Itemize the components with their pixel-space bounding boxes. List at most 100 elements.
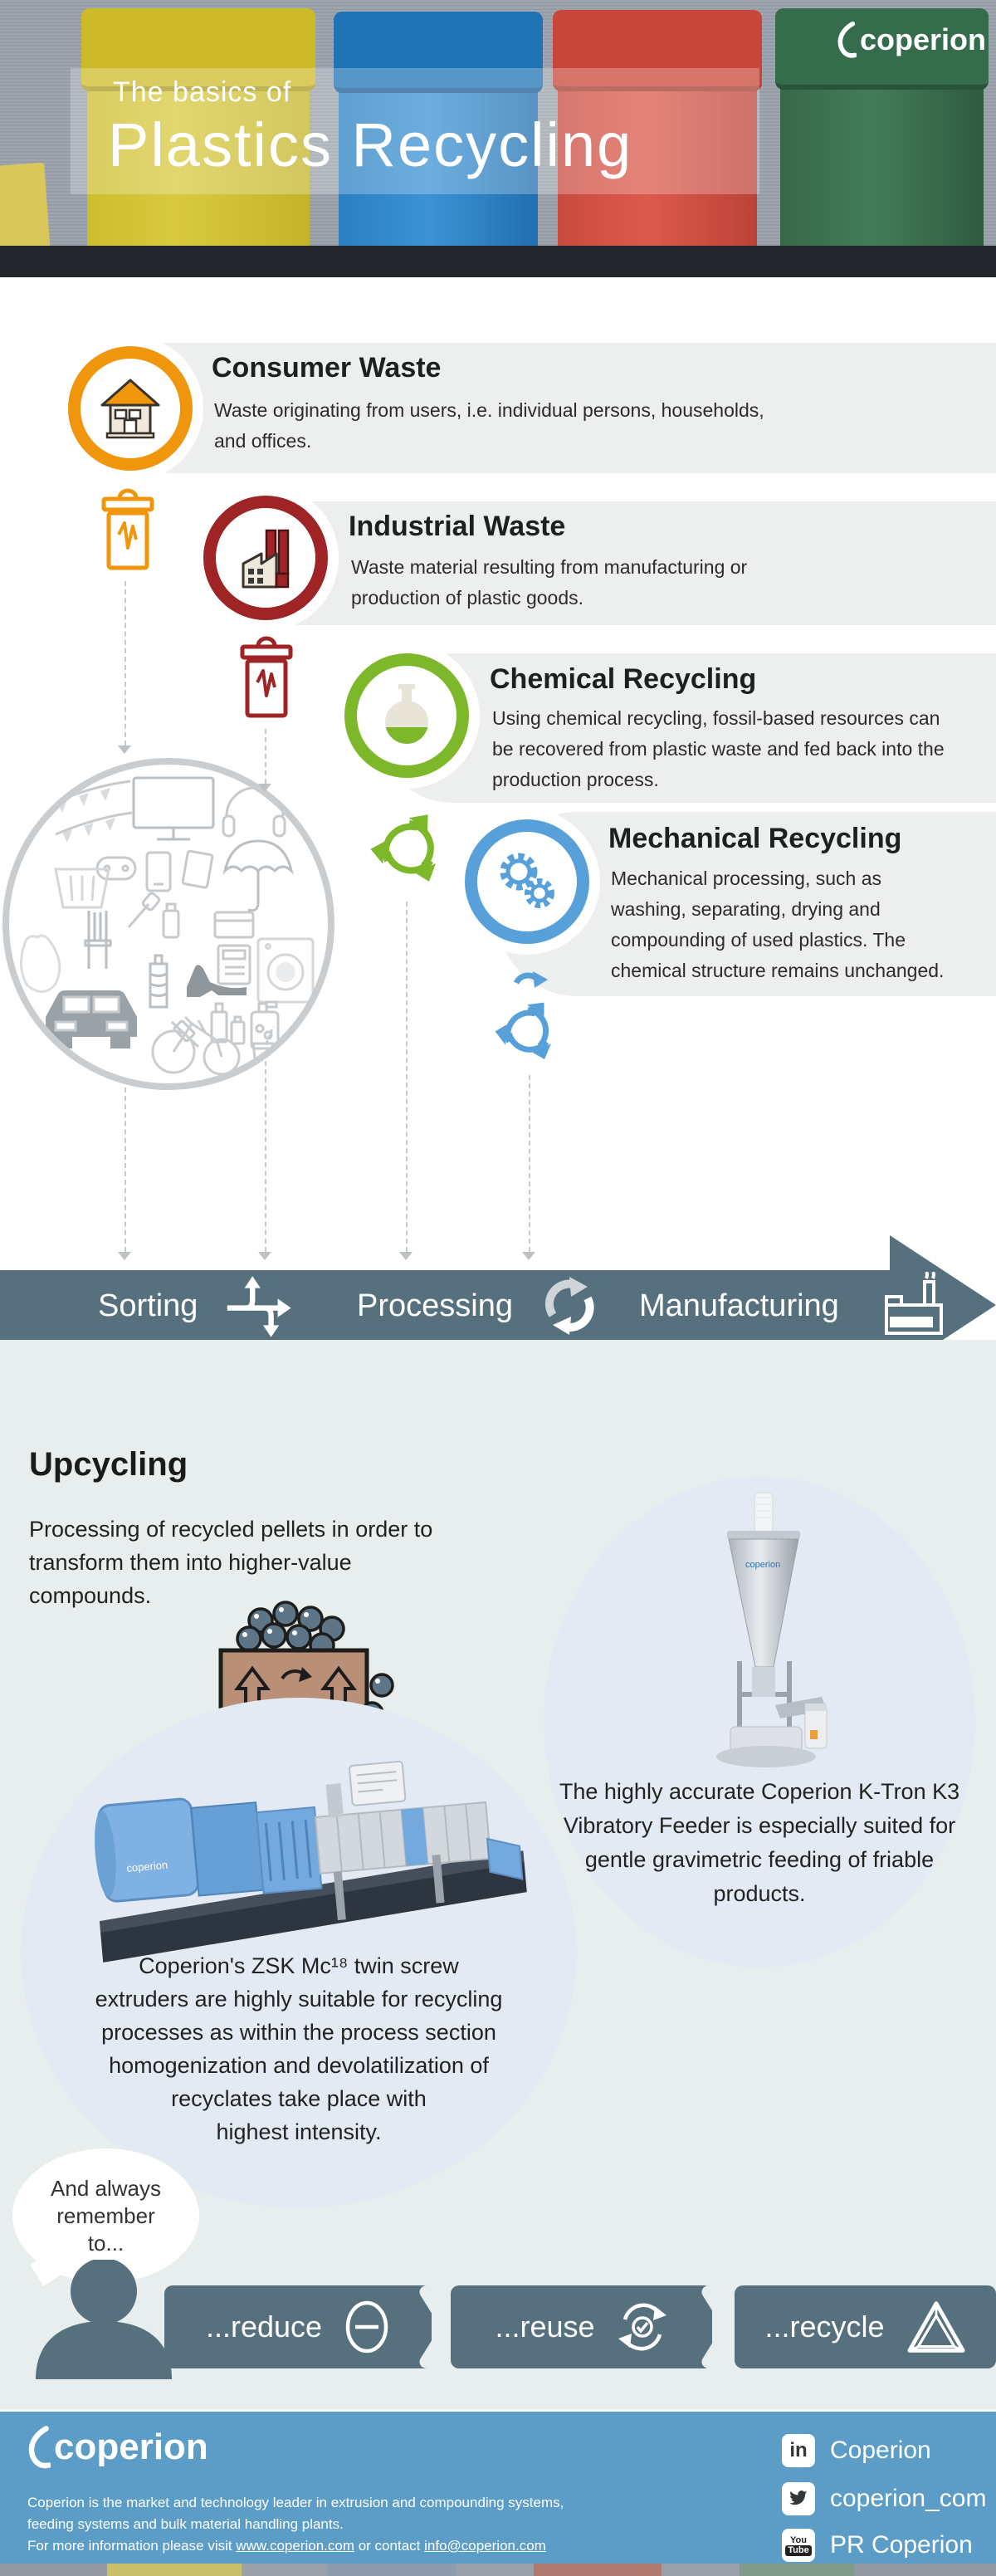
green-bin xyxy=(780,81,984,277)
footer-coperion-logo: coperion xyxy=(27,2424,208,2471)
footer xyxy=(0,2409,996,2566)
coperion-logo: coperion xyxy=(837,20,986,60)
washing-machine-icon xyxy=(256,937,315,1004)
flow-step-sorting: Sorting xyxy=(98,1288,198,1323)
recycle-arrows-icon-blue xyxy=(495,971,551,1059)
bubble-text-line: to... xyxy=(87,2230,124,2256)
coperion-swoosh-icon xyxy=(837,21,857,58)
flow-step-manufacturing: Manufacturing xyxy=(639,1288,839,1323)
bottom-photo-strip xyxy=(0,2564,996,2576)
headphones-icon xyxy=(222,786,286,838)
section-heading: Chemical Recycling xyxy=(490,663,757,695)
water-bottle-icon xyxy=(149,954,168,1009)
flow-connector xyxy=(265,1061,266,1252)
bins-shadow xyxy=(0,246,996,277)
recycle-arrows-icon-green xyxy=(370,814,436,882)
yellow-bin-lid xyxy=(81,8,315,91)
phone-icon xyxy=(145,851,172,892)
header-photo: The basics of Plastics Recycling coperio… xyxy=(0,0,996,277)
title-overlay xyxy=(71,68,759,194)
cosmetic-tube-icon xyxy=(162,902,180,939)
website-link[interactable]: www.coperion.com xyxy=(236,2538,354,2554)
umbrella-icon xyxy=(222,839,294,912)
monitor-icon xyxy=(132,776,215,841)
reuse-arrows-icon xyxy=(618,2303,666,2351)
social-row-linkedin[interactable]: in Coperion xyxy=(782,2434,931,2467)
svg-text:coperion: coperion xyxy=(126,1859,168,1875)
social-row-twitter[interactable]: coperion_com xyxy=(782,2482,986,2515)
flow-connector xyxy=(265,729,266,784)
k3-caption: The highly accurate Coperion K-Tron K3 V… xyxy=(559,1779,960,1906)
calculator-icon xyxy=(217,944,251,985)
footer-logo-text: coperion xyxy=(54,2427,208,2467)
upcycling-description: Processing of recycled pellets in order … xyxy=(29,1517,433,1608)
manufacturing-icon xyxy=(885,1272,943,1335)
social-row-youtube[interactable]: You Tube PR Coperion xyxy=(782,2529,973,2562)
coperion-swoosh-icon xyxy=(28,2426,51,2469)
reduce-chip: ...reduce xyxy=(164,2285,432,2368)
bubble-text-line: remember xyxy=(56,2202,155,2228)
section-body: Waste material resulting from manufactur… xyxy=(351,556,748,609)
consumer-waste-circle xyxy=(68,346,193,471)
k3-machine-image: coperion xyxy=(716,1492,828,1767)
section-consumer-waste xyxy=(91,343,996,473)
twitter-icon[interactable] xyxy=(782,2482,815,2515)
recycle-chip: ...recycle xyxy=(735,2285,996,2368)
reuse-label: ...reuse xyxy=(495,2310,595,2344)
reuse-chip: ...reuse xyxy=(451,2285,712,2368)
chevron-separator-icon xyxy=(701,2285,737,2368)
red-bin xyxy=(558,83,757,277)
coperion-logo-text: coperion xyxy=(860,22,987,56)
house-icon xyxy=(100,379,160,439)
playing-card-icon xyxy=(181,849,214,889)
chemical-recycling-circle xyxy=(344,653,469,778)
flow-connector xyxy=(529,1075,530,1252)
section-heading: Mechanical Recycling xyxy=(608,823,902,854)
section-chemical-recycling xyxy=(378,653,996,803)
flask-icon xyxy=(385,684,428,745)
footer-more-pre: For more information please visit xyxy=(27,2538,237,2554)
trash-bin-icon-red xyxy=(240,636,293,718)
youtube-label[interactable]: PR Coperion xyxy=(830,2531,973,2559)
zsk-machine-image: coperion xyxy=(95,1760,527,1963)
yellow-bin xyxy=(87,80,310,277)
recycle-triangle-icon xyxy=(906,2301,965,2353)
flow-connector xyxy=(124,1088,126,1252)
footer-more-line: For more information please visit www.co… xyxy=(27,2535,546,2557)
page-eyebrow: The basics of xyxy=(113,76,292,108)
twitter-label[interactable]: coperion_com xyxy=(830,2485,987,2512)
section-heading: Consumer Waste xyxy=(212,352,442,384)
screwdriver-icon xyxy=(127,892,161,928)
perfume-bottles-icon xyxy=(210,1002,246,1045)
trash-bin-icon-orange xyxy=(101,488,154,570)
linkedin-label[interactable]: Coperion xyxy=(830,2437,931,2464)
section-body: Mechanical processing, such as washing, … xyxy=(611,868,945,981)
email-link[interactable]: info@coperion.com xyxy=(424,2538,546,2554)
bubble-text-line: And always xyxy=(51,2175,161,2201)
processing-icon xyxy=(544,1277,594,1335)
flow-step-processing: Processing xyxy=(357,1288,513,1323)
industrial-waste-circle xyxy=(203,496,328,620)
section-body: Using chemical recycling, fossil-based r… xyxy=(492,707,945,790)
person-icon xyxy=(36,2260,172,2379)
svg-text:coperion: coperion xyxy=(745,1560,780,1570)
recycle-label: ...recycle xyxy=(764,2310,885,2344)
footer-about-line2: feeding systems and bulk material handli… xyxy=(27,2516,344,2532)
section-heading: Industrial Waste xyxy=(349,511,566,542)
car-icon xyxy=(46,990,137,1048)
gears-icon xyxy=(500,853,554,908)
chevron-separator-icon xyxy=(419,2285,455,2368)
blue-bin-lid xyxy=(334,12,543,93)
upcycling-heading: Upcycling xyxy=(29,1446,188,1483)
minus-circle-icon xyxy=(345,2300,388,2354)
youtube-icon[interactable]: You Tube xyxy=(782,2529,815,2562)
reduce-label: ...reduce xyxy=(205,2310,323,2344)
footer-more-mid: or contact xyxy=(354,2538,425,2554)
chair-icon xyxy=(84,911,112,969)
credit-card-icon xyxy=(213,911,255,939)
linkedin-icon[interactable]: in xyxy=(782,2434,815,2467)
sorting-icon xyxy=(227,1276,291,1337)
basket-icon xyxy=(54,868,110,909)
soap-dispenser-icon xyxy=(250,1000,280,1050)
